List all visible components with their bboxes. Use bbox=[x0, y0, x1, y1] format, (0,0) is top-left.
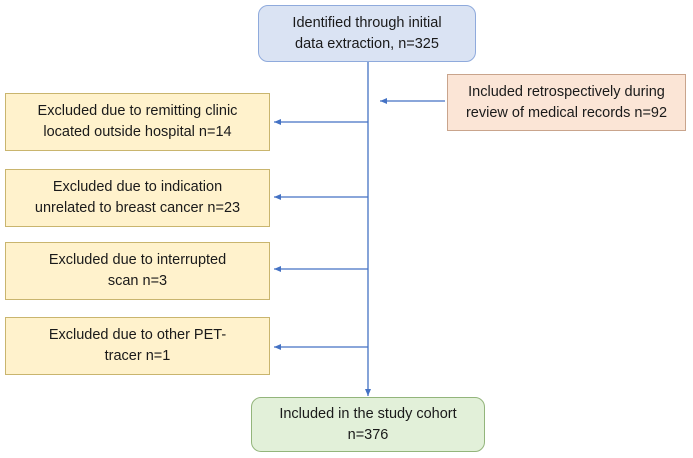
exclusion-2-line2: unrelated to breast cancer n=23 bbox=[34, 200, 241, 216]
exclusion-4-line2: tracer n=1 bbox=[104, 348, 171, 364]
exclusion-4-line1: Excluded due to other PET- bbox=[48, 327, 227, 343]
retro-line2: review of medical records n=92 bbox=[465, 104, 668, 121]
exclusion-1-line2: located outside hospital n=14 bbox=[43, 124, 232, 140]
exclusion-3-line2: scan n=3 bbox=[107, 273, 168, 289]
cohort-line1: Included in the study cohort bbox=[279, 405, 457, 422]
exclusion-box-other-tracer: Excluded due to other PET- tracer n=1 bbox=[5, 317, 270, 375]
retro-line1: Included retrospectively during bbox=[468, 83, 665, 100]
exclusion-1-line1: Excluded due to remitting clinic bbox=[37, 103, 238, 119]
cohort-line2: n=376 bbox=[347, 426, 389, 443]
retrospective-inclusion-box: Included retrospectively during review o… bbox=[447, 74, 686, 131]
identified-line2: data extraction, n=325 bbox=[295, 35, 439, 52]
exclusion-2-line1: Excluded due to indication bbox=[52, 179, 223, 195]
identified-box: Identified through initial data extracti… bbox=[258, 5, 476, 62]
identified-line1: Identified through initial bbox=[292, 14, 442, 31]
exclusion-box-remitting-clinic: Excluded due to remitting clinic located… bbox=[5, 93, 270, 151]
exclusion-3-line1: Excluded due to interrupted bbox=[48, 252, 227, 268]
study-cohort-box: Included in the study cohort n=376 bbox=[251, 397, 485, 452]
exclusion-box-indication: Excluded due to indication unrelated to … bbox=[5, 169, 270, 227]
exclusion-box-interrupted-scan: Excluded due to interrupted scan n=3 bbox=[5, 242, 270, 300]
